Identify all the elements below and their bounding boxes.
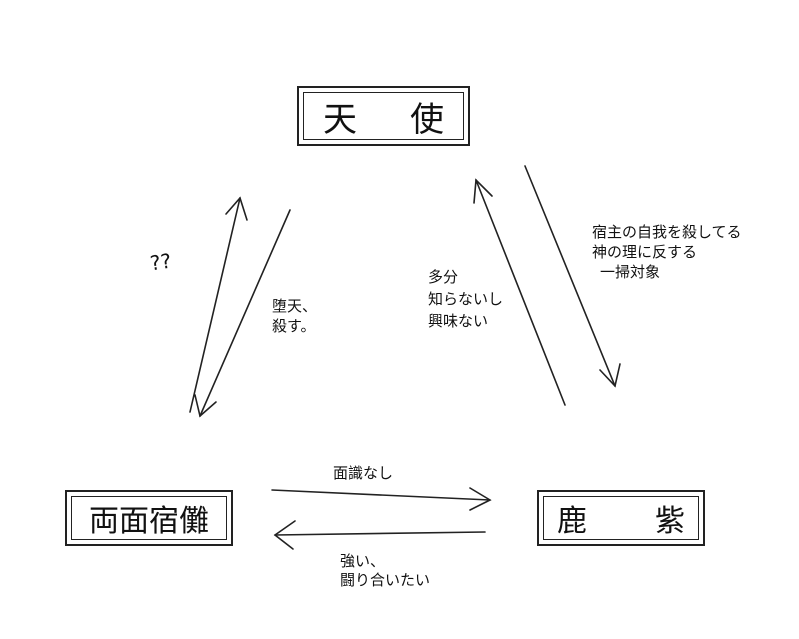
label-line: 殺す。 [272, 317, 316, 335]
node-sukuna: 両面宿儺 [65, 490, 233, 546]
label-line: 神の理に反する [592, 243, 698, 261]
label-line: 強い、 [340, 552, 386, 570]
edge-label-kashimo-to-angel: 多分知らないし興味ない [428, 266, 503, 332]
label-line: 宿主の自我を殺してる [592, 223, 742, 241]
node-angel: 天 使 [297, 86, 470, 146]
arrow-kashimo-to-sukuna [273, 520, 486, 550]
arrow-angel-to-kashimo [524, 165, 621, 388]
node-kashimo-char-2: 紫 [655, 504, 685, 539]
edge-label-sukuna-to-angel: ?? [148, 248, 173, 276]
label-line: 興味ない [428, 312, 489, 330]
label-line: 闘り合いたい [340, 571, 431, 589]
edge-label-angel-to-sukuna: 堕天、殺す。 [272, 296, 317, 336]
node-angel-char-1: 天 [323, 99, 357, 140]
edge-label-kashimo-to-sukuna: 強い、闘り合いたい [340, 552, 430, 590]
label-line: 多分 [428, 268, 459, 286]
arrow-kashimo-to-angel [473, 178, 566, 406]
arrow-sukuna-to-angel [189, 196, 248, 413]
arrow-sukuna-to-kashimo [271, 487, 492, 511]
edge-label-sukuna-to-kashimo: 面識なし [333, 464, 394, 482]
node-kashimo-char-1: 鹿 [557, 504, 587, 539]
label-line: 一掃対象 [600, 263, 661, 281]
arrow-angel-to-sukuna [194, 209, 291, 418]
node-kashimo: 鹿 紫 [537, 490, 705, 546]
label-line: 堕天、 [272, 297, 318, 315]
node-angel-char-2: 使 [410, 99, 444, 140]
label-line: 知らないし [428, 290, 504, 308]
edge-label-angel-to-kashimo: 宿主の自我を殺してる神の理に反する一掃対象 [592, 222, 742, 282]
node-sukuna-label: 両面宿儺 [89, 504, 209, 539]
